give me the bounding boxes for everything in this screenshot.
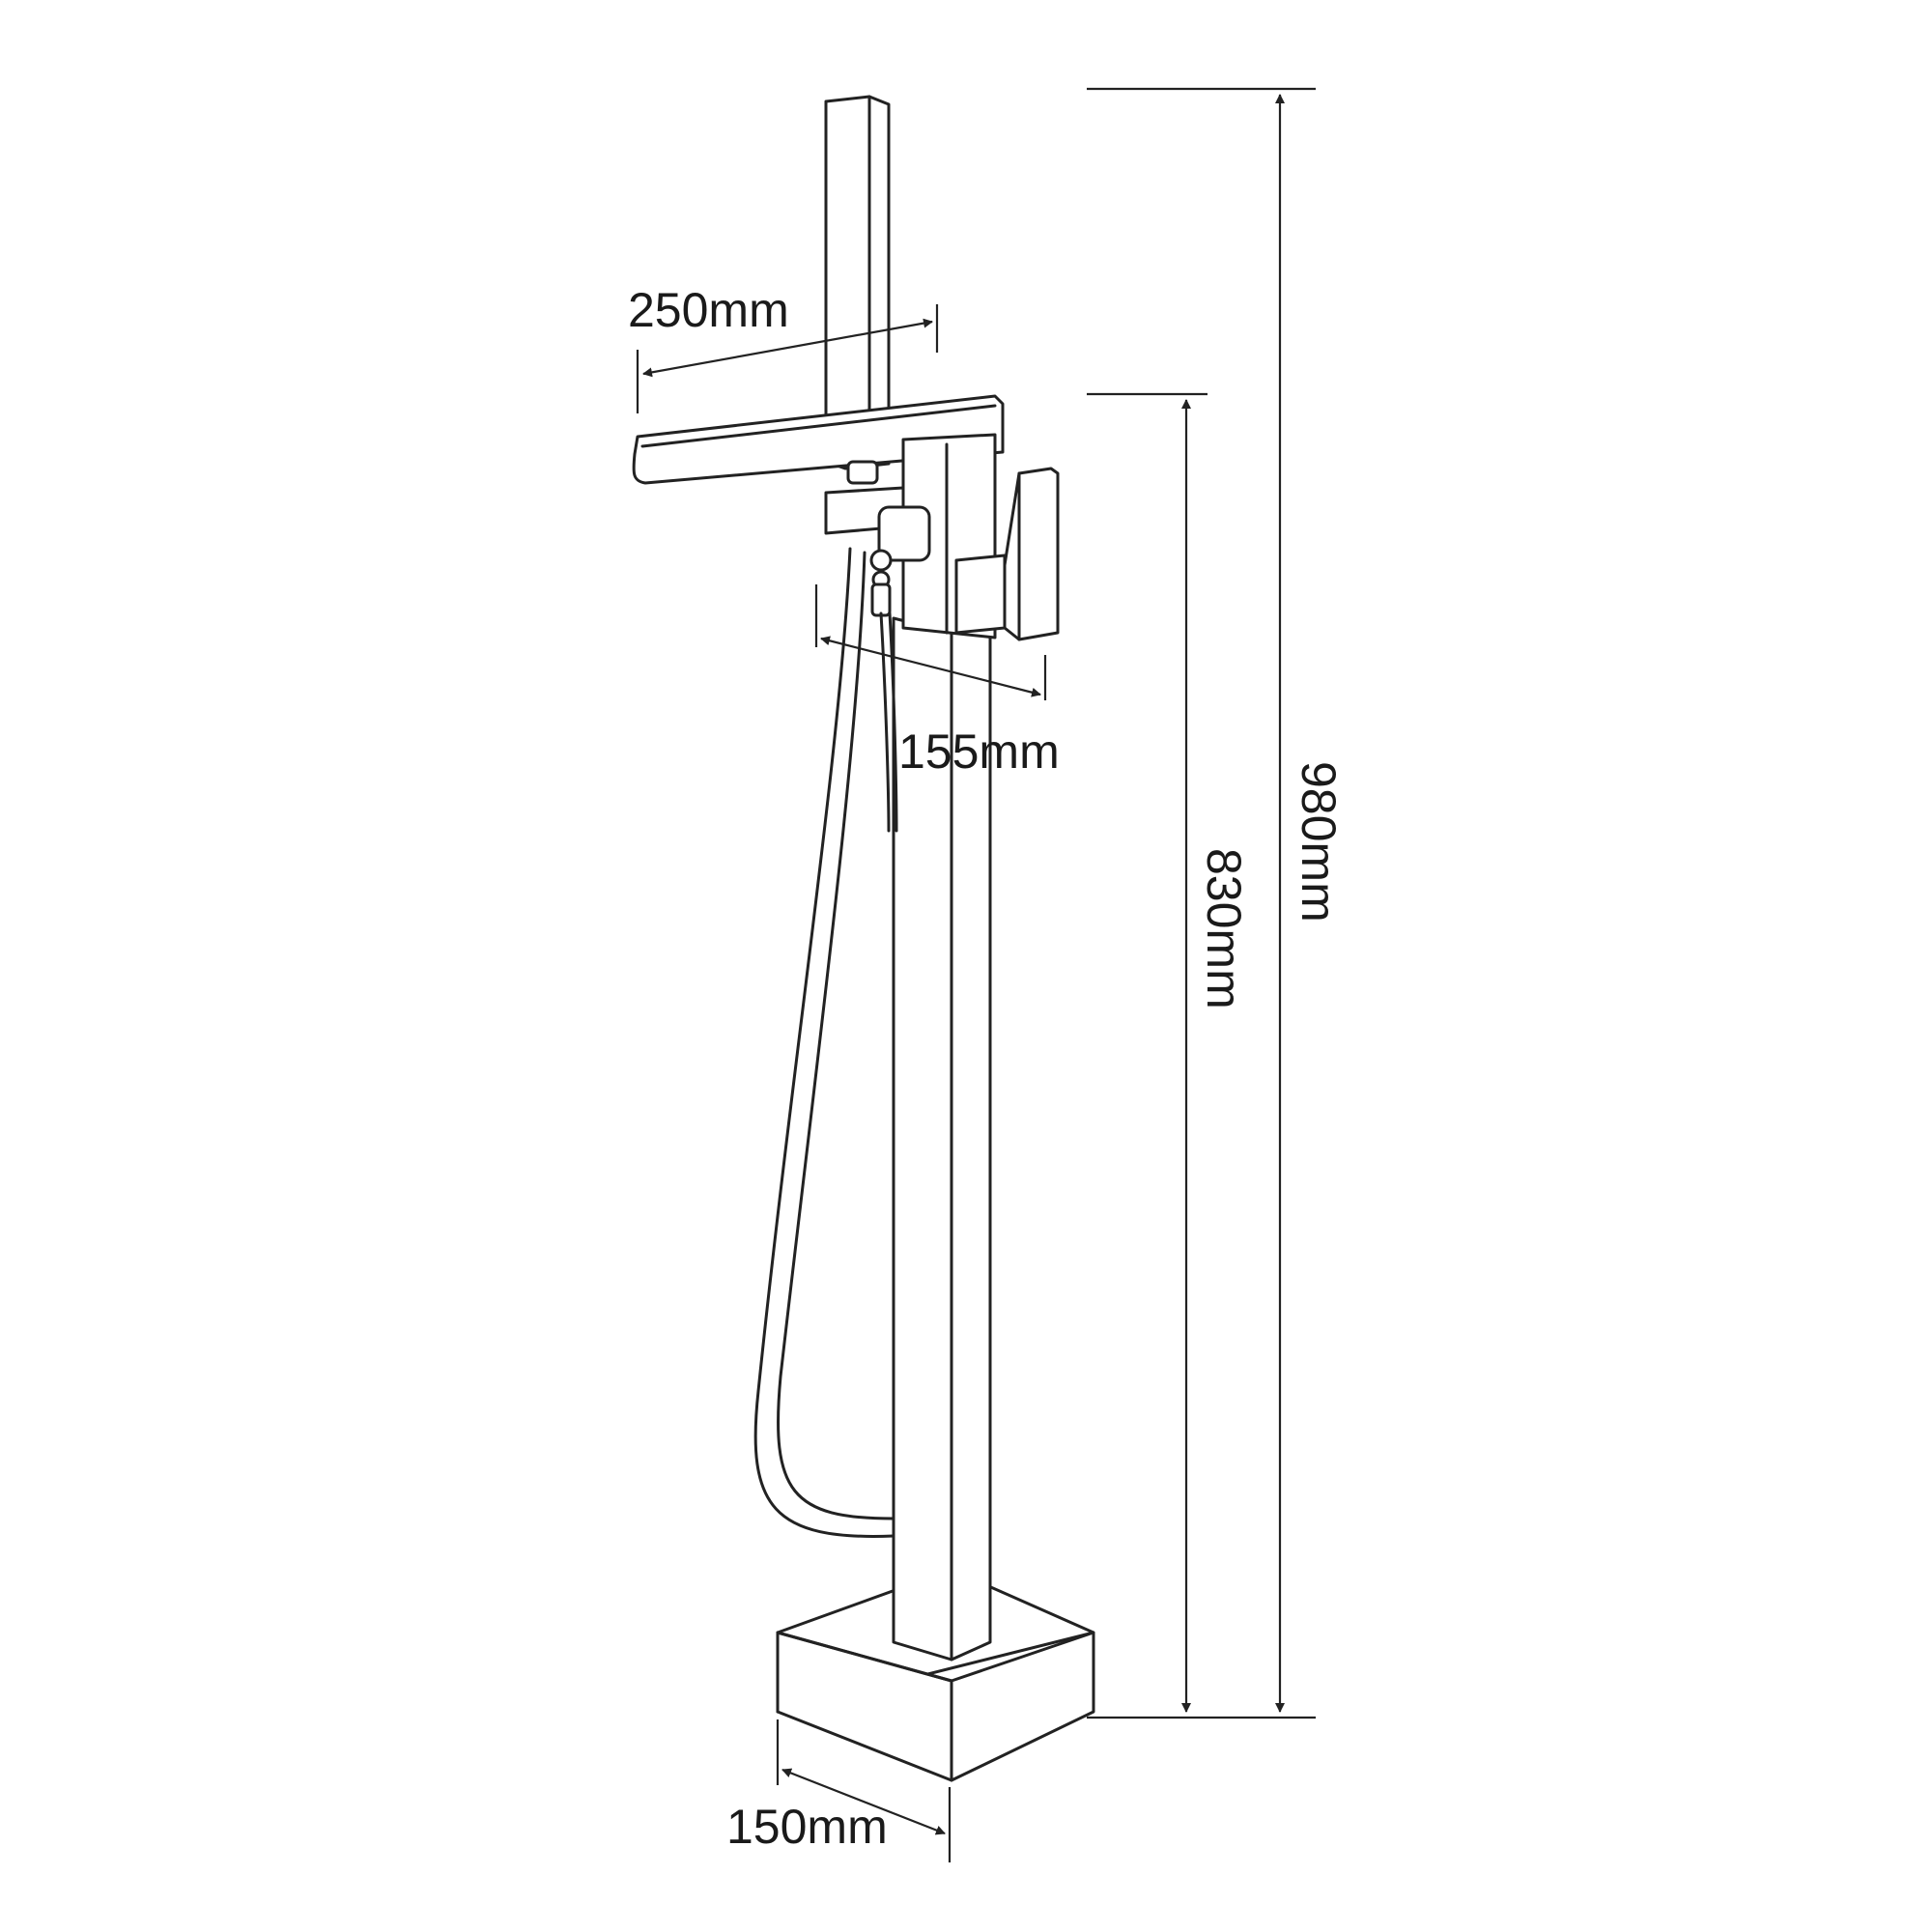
base-width-label: 150mm (726, 1800, 888, 1854)
shower-hose (753, 547, 898, 1538)
faucet-illustration (632, 95, 1095, 1782)
lever-handle (954, 467, 1060, 641)
handle-depth-label: 155mm (898, 724, 1060, 779)
handle-depth-dimension-line (820, 636, 1041, 697)
spout-length-label: 250mm (628, 283, 789, 337)
dimension-lines (636, 87, 1316, 1862)
base-width-dimension-line (781, 1768, 946, 1835)
spout-length-dimension-line (642, 318, 933, 378)
handset-bracket (869, 505, 931, 617)
total-height-label: 980mm (1292, 761, 1346, 923)
diverter-knob (846, 460, 879, 485)
dimension-labels: 250mm 155mm 150mm 830mm 980mm (628, 283, 1346, 1854)
body-height-label: 830mm (1197, 848, 1251, 1009)
spout (632, 394, 1005, 485)
